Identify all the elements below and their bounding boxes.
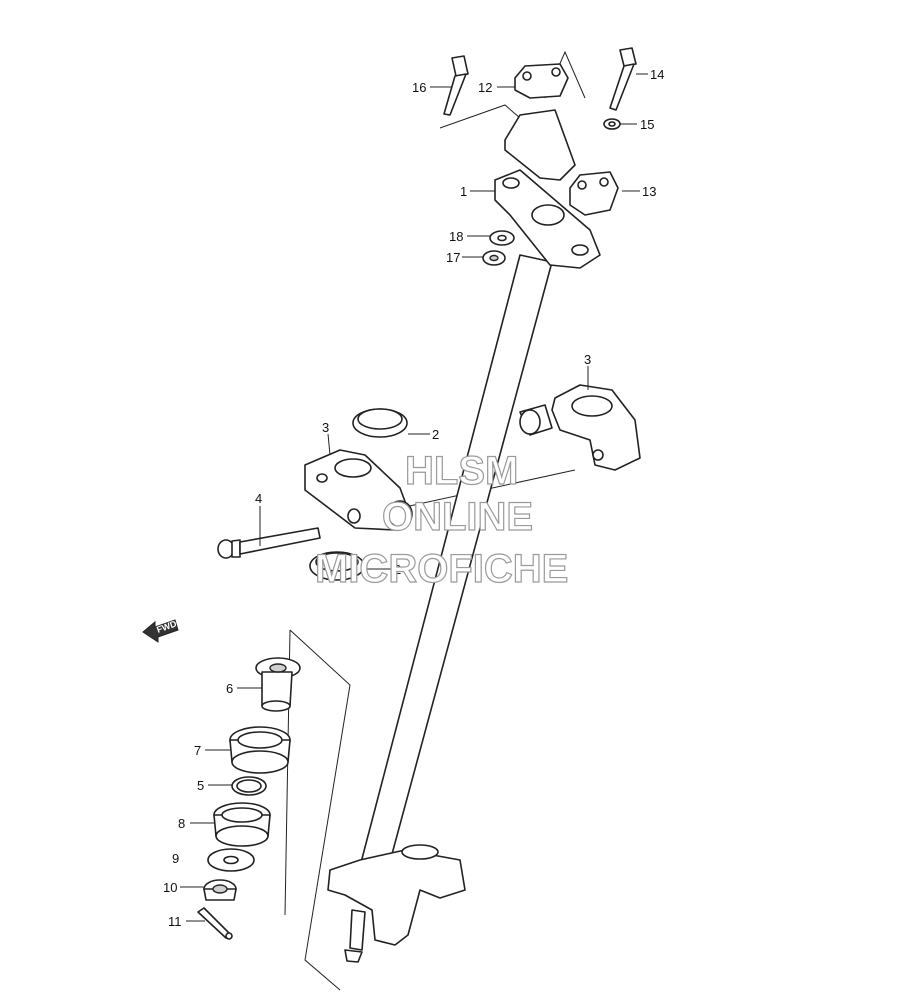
callout-5: 5 [197,778,204,793]
callout-leaders [180,73,648,922]
callout-2-upper: 2 [432,427,439,442]
bolt-14 [609,47,637,111]
watermark: HLSM ONLINE MICROFICHE [314,448,569,591]
handlebar-holder-upper [514,63,569,99]
bolt-16 [443,55,469,116]
handlebar-holder-lower [569,171,619,216]
top-bracket [494,109,601,269]
callout-1: 1 [460,184,467,199]
shaft-holder-right [519,384,641,471]
callout-numbers: 16 12 14 15 1 13 18 17 3 2 3 4 2 6 7 5 8… [163,67,664,929]
watermark-line1: HLSM [405,449,518,493]
steering-shaft [327,254,553,963]
callout-3-right: 3 [584,352,591,367]
bearing-8 [213,802,271,847]
nut-10 [203,879,237,901]
washer-15 [603,118,621,130]
callout-10: 10 [163,880,177,895]
callout-6: 6 [226,681,233,696]
callout-9: 9 [172,851,179,866]
callout-3-left: 3 [322,420,329,435]
forward-direction-arrow: FWD [142,618,179,643]
shaft-holder-left [304,449,413,531]
callout-7: 7 [194,743,201,758]
cotter-pin-11 [197,907,233,940]
bolt-4 [217,527,321,559]
washer-9 [207,848,255,872]
callout-15: 15 [640,117,654,132]
callout-11: 11 [168,914,182,929]
seal-2-upper [352,408,408,438]
callout-17: 17 [446,250,460,265]
callout-8: 8 [178,816,185,831]
callout-12: 12 [478,80,492,95]
bushing-6 [255,657,301,712]
washer-18 [489,230,515,246]
watermark-line3: MICROFICHE [315,547,568,591]
callout-4: 4 [255,491,262,506]
callout-18: 18 [449,229,463,244]
watermark-line2: ONLINE [382,495,533,539]
callout-13: 13 [642,184,656,199]
callout-14: 14 [650,67,664,82]
callout-16: 16 [412,80,426,95]
seal-2-lower [309,551,365,581]
callout-2-lower: 2 [394,562,401,577]
nut-17 [482,250,506,266]
bearing-7 [229,726,291,774]
ring-5 [231,776,267,796]
